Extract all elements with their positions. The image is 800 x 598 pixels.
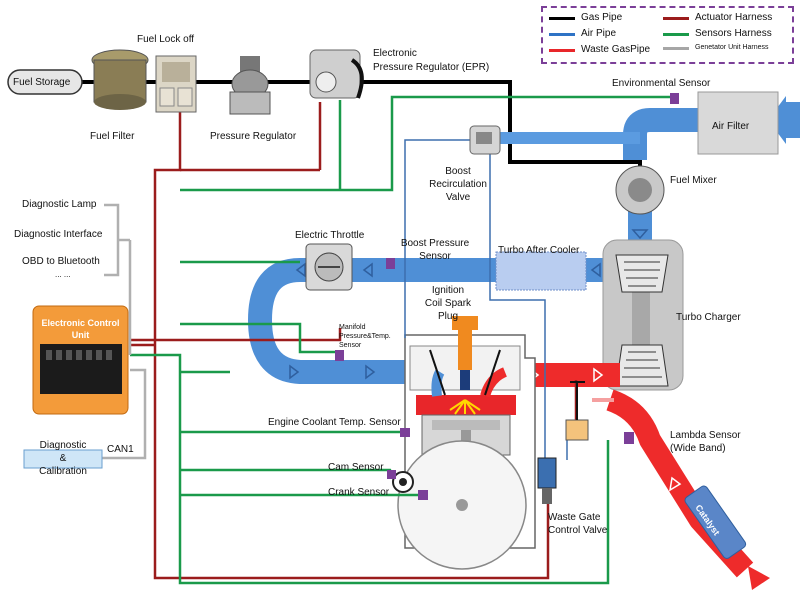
- air-filter-box: [697, 91, 779, 155]
- label-boost-recirc-3: Valve: [445, 192, 471, 203]
- label-lambda-2: (Wide Band): [670, 443, 726, 454]
- turbo-charger: [602, 239, 684, 391]
- label-waste-gate-2: Control Valve: [548, 525, 608, 536]
- label-manifold-1: Manifold: [339, 324, 366, 331]
- label-electric-throttle: Electric Throttle: [295, 230, 365, 241]
- label-boost-pressure-2: Sensor: [419, 251, 451, 262]
- label-boost-pressure-1: Boost Pressure: [400, 238, 470, 249]
- waste-gate-actuator: [565, 381, 589, 441]
- label-ecu-2: Unit: [71, 330, 90, 340]
- fuel-filter-icon: [91, 49, 149, 110]
- label-fuel-mixer: Fuel Mixer: [670, 175, 717, 186]
- label-ecu-1: Electronic Control: [41, 318, 120, 328]
- fuel-lock-off-icon: [155, 55, 197, 113]
- label-epr-1: Electronic: [373, 48, 417, 59]
- electric-throttle-icon: [305, 243, 353, 291]
- label-air-filter: Air Filter: [712, 121, 750, 132]
- label-fuel-lock-off: Fuel Lock off: [137, 34, 195, 45]
- label-manifold-2: Pressure&Temp.: [339, 333, 391, 340]
- catalyst: [684, 485, 747, 559]
- label-boost-recirc-1: Boost: [445, 166, 471, 177]
- label-coolant-sensor: Engine Coolant Temp. Sensor: [268, 417, 401, 428]
- label-diagnostic-interface: Diagnostic Interface: [14, 229, 103, 240]
- label-epr-2: Pressure Regulator (EPR): [373, 62, 490, 73]
- label-lambda-1: Lambda Sensor: [670, 430, 741, 441]
- label-fuel-storage: Fuel Storage: [13, 77, 71, 88]
- label-crank-sensor: Crank Sensor: [328, 487, 390, 498]
- label-turbo-charger: Turbo Charger: [676, 312, 741, 323]
- label-diag-cal-2: &: [59, 453, 67, 464]
- label-cam-sensor: Cam Sensor: [328, 462, 384, 473]
- label-manifold-3: Sensor: [339, 342, 362, 349]
- exhaust-arrow-icon: [748, 566, 770, 590]
- fuel-storage-pill: [7, 69, 83, 95]
- pressure-regulator-icon: [229, 56, 271, 115]
- label-ignition-2: Coil Spark: [424, 298, 472, 309]
- label-turbo-after-cooler: Turbo After Cooler: [498, 245, 580, 256]
- label-fuel-filter: Fuel Filter: [90, 131, 135, 142]
- legend: Gas Pipe Air Pipe Waste GasPipe Actuator…: [541, 6, 794, 64]
- turbo-after-cooler-core: [495, 251, 587, 291]
- generator-unit-harness: [100, 203, 147, 460]
- waste-gate-control-valve-icon: [537, 457, 557, 504]
- sensor-markers: [335, 93, 679, 500]
- label-obd-bluetooth: OBD to Bluetooth: [22, 256, 100, 267]
- air-flow-arrows: [289, 229, 649, 380]
- fuel-mixer-icon: [615, 165, 665, 215]
- label-diag-cal-1: Diagnostic: [39, 440, 87, 451]
- intake-arrow-icon: [768, 96, 800, 144]
- label-diag-cal-3: Calibration: [39, 466, 87, 477]
- boost-recirculation-valve-icon: [469, 125, 501, 155]
- label-ignition-3: Plug: [437, 311, 458, 322]
- epr-icon: [309, 49, 364, 99]
- label-ignition-1: Ignition: [431, 285, 465, 296]
- label-boost-recirc-2: Recirculation: [429, 179, 487, 190]
- label-pressure-regulator: Pressure Regulator: [210, 131, 297, 142]
- label-ellipsis: ... ...: [55, 270, 71, 279]
- ecu-box: [32, 305, 129, 415]
- diagnostic-calibration-box: [23, 449, 103, 469]
- label-can1: CAN1: [107, 444, 134, 455]
- label-waste-gate-1: Waste Gate: [548, 512, 601, 523]
- ignition-coil: [452, 316, 478, 390]
- label-environmental-sensor: Environmental Sensor: [612, 78, 711, 89]
- label-diagnostic-lamp: Diagnostic Lamp: [22, 199, 97, 210]
